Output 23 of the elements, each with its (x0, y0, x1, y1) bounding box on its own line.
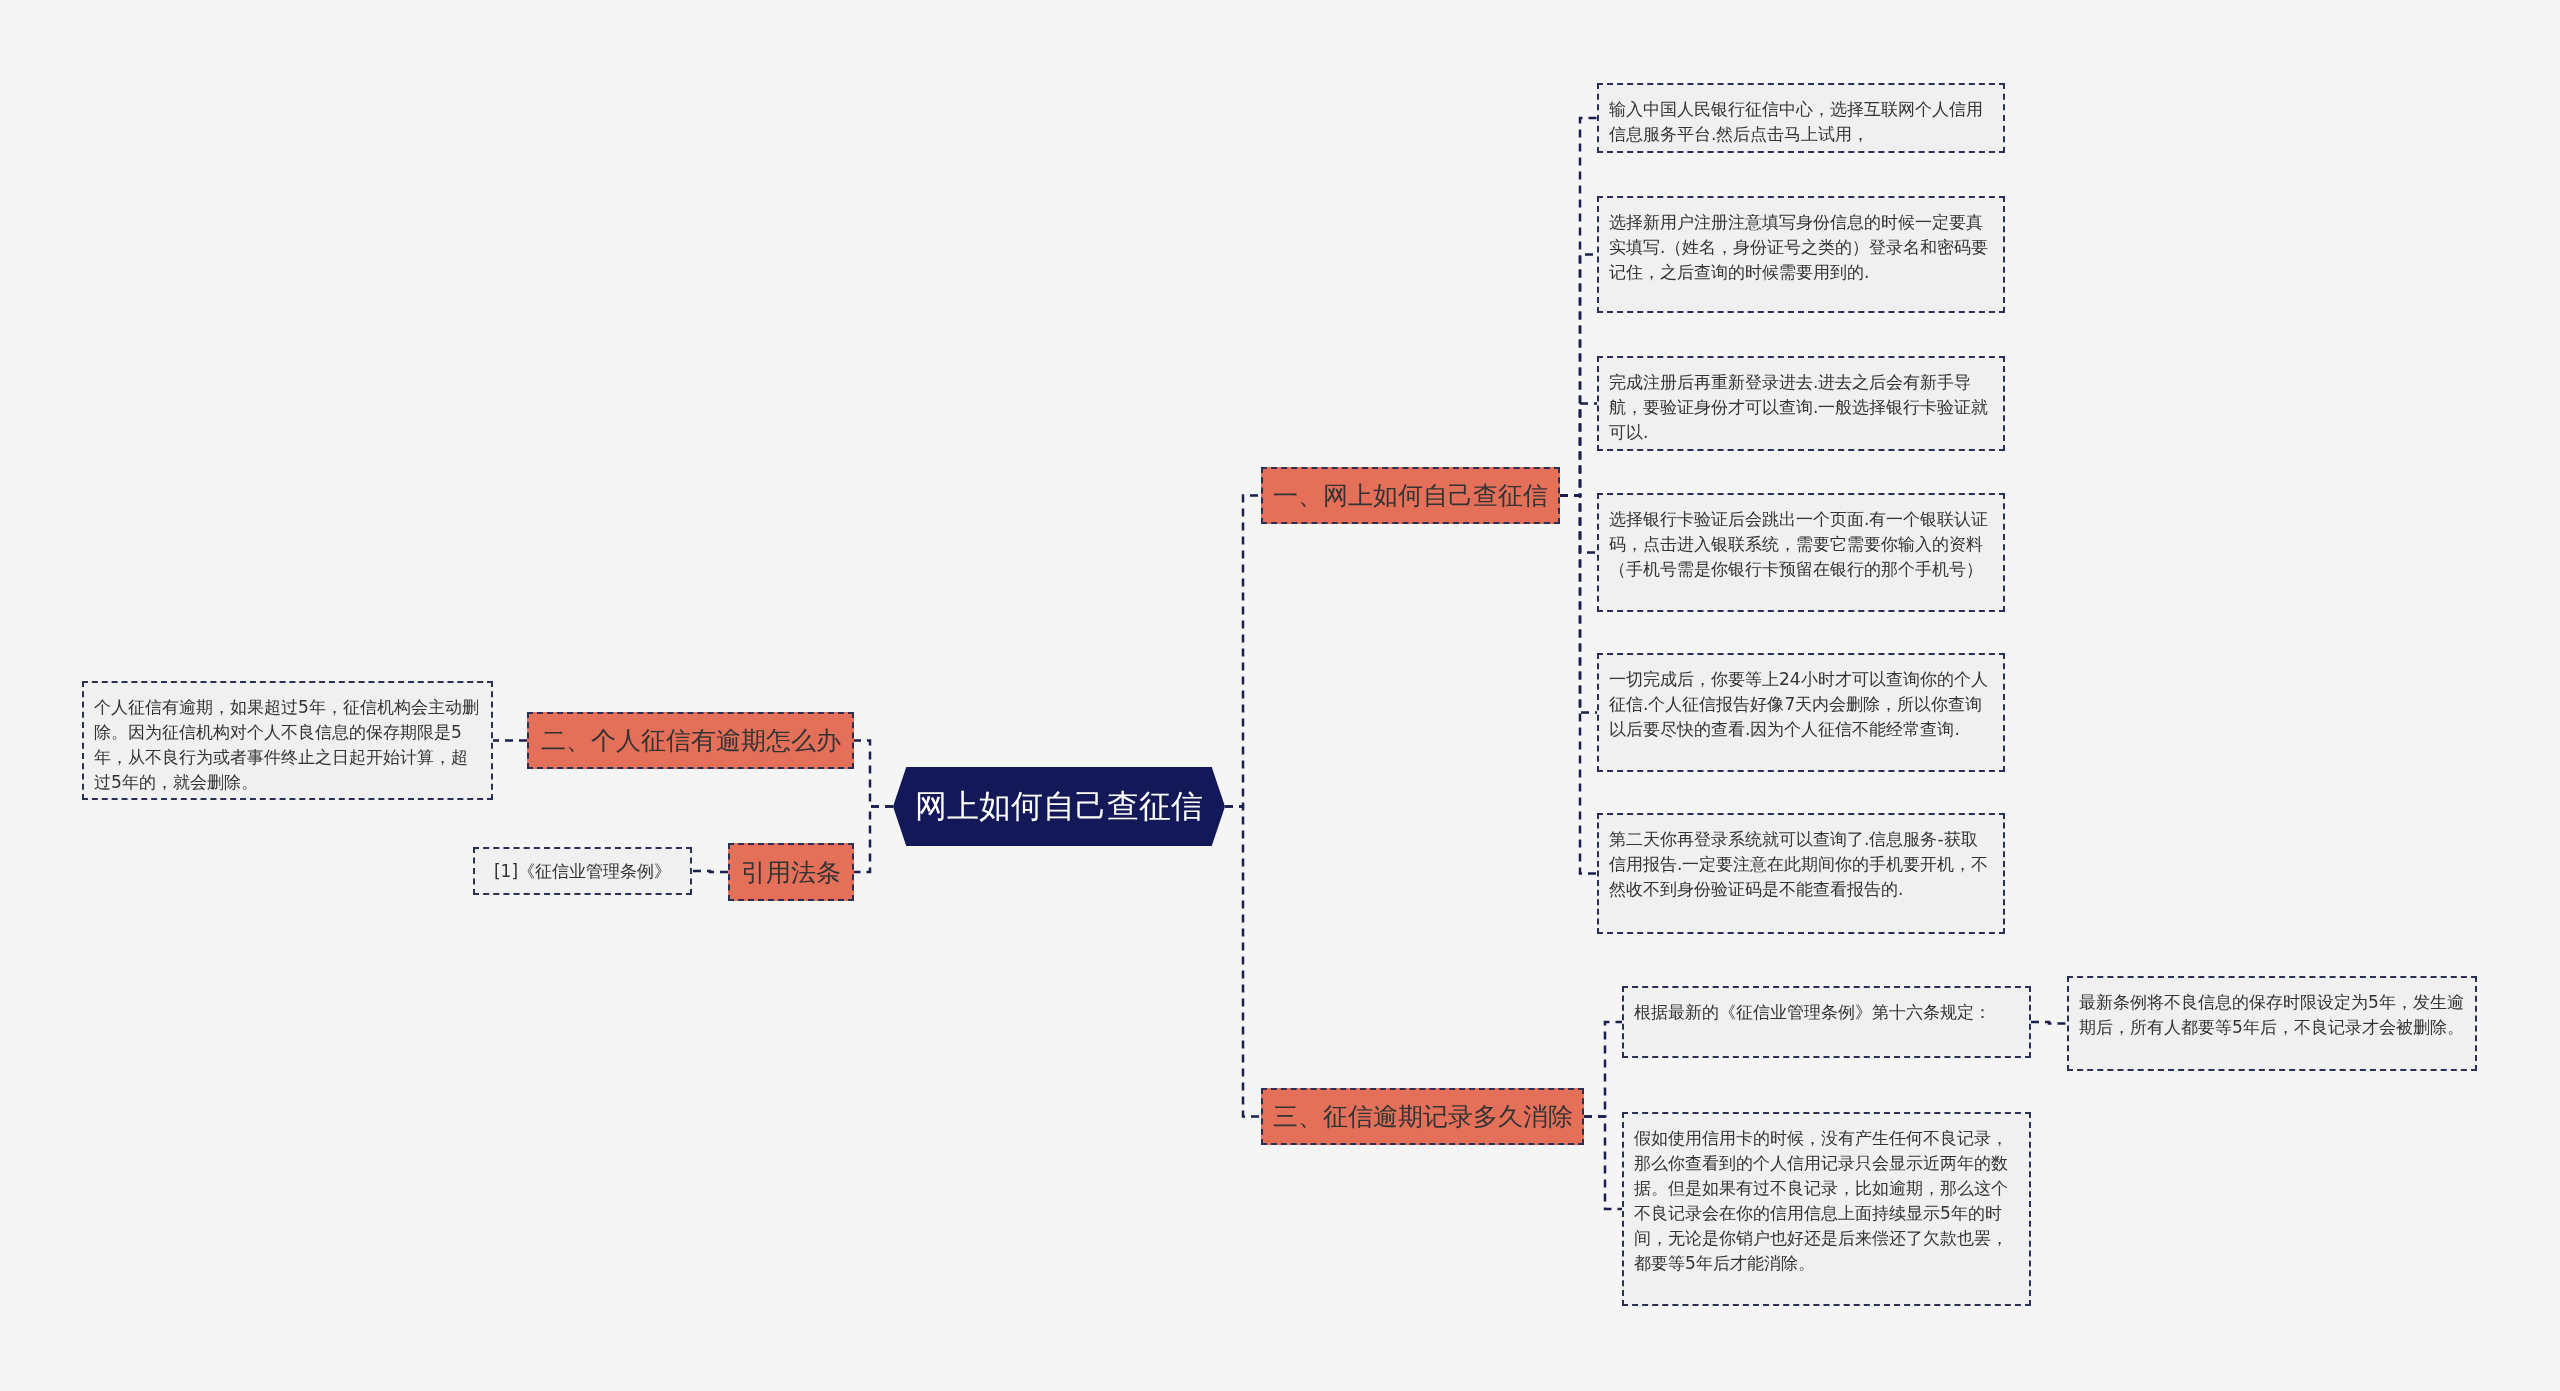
note-box: 根据最新的《征信业管理条例》第十六条规定： (1622, 986, 2031, 1058)
central-topic: 网上如何自己查征信 (893, 767, 1225, 846)
note-box: 选择银行卡验证后会跳出一个页面.有一个银联认证码，点击进入银联系统，需要它需要你输入的资料（手机号需是你银行卡预留在银行的那个手机号） (1597, 493, 2005, 612)
note-box: 完成注册后再重新登录进去.进去之后会有新手导航，要验证身份才可以查询.一般选择银行卡验证就可以. (1597, 356, 2005, 451)
connector (493, 739, 527, 742)
topic-box: 引用法条 (728, 843, 854, 901)
note-box: 最新条例将不良信息的保存时限设定为5年，发生逾期后，所有人都要等5年后，不良记录才会被删除。 (2067, 976, 2477, 1071)
connector (1560, 494, 1597, 875)
topic-box: 三、征信逾期记录多久消除 (1261, 1088, 1584, 1145)
topic-box: 一、网上如何自己查征信 (1261, 467, 1560, 524)
note-box: 第二天你再登录系统就可以查询了.信息服务-获取信用报告.一定要注意在此期间你的手机要开机，不然收不到身份验证码是不能查看报告的. (1597, 813, 2005, 934)
note-box: 假如使用信用卡的时候，没有产生任何不良记录，那么你查看到的个人信用记录只会显示近两年的数据。但是如果有过不良记录，比如逾期，那么这个不良记录会在你的信用信息上面持续显示5年的时间，无论是你销户也好还是后来偿还了欠款也罢，都要等5年后才能消除。 (1622, 1112, 2031, 1306)
connector (2031, 1020, 2067, 1025)
connector (1225, 805, 1261, 1118)
connector (1584, 1115, 1622, 1211)
topic-box: 二、个人征信有逾期怎么办 (527, 712, 854, 769)
note-box: 一切完成后，你要等上24小时才可以查询你的个人征信.个人征信报告好像7天内会删除，所以你查询以后要尽快的查看.因为个人征信不能经常查询. (1597, 653, 2005, 772)
note-box: 输入中国人民银行征信中心，选择互联网个人信用信息服务平台.然后点击马上试用， (1597, 83, 2005, 153)
connector (854, 805, 893, 874)
connector (692, 869, 728, 874)
note-box: 选择新用户注册注意填写身份信息的时候一定要真实填写.（姓名，身份证号之类的）登录名和密码要记住，之后查询的时候需要用到的. (1597, 196, 2005, 313)
note-box: 个人征信有逾期，如果超过5年，征信机构会主动删除。因为征信机构对个人不良信息的保存期限是5年，从不良行为或者事件终止之日起开始计算，超过5年的，就会删除。 (82, 681, 493, 800)
note-box: [1]《征信业管理条例》 (473, 847, 692, 895)
